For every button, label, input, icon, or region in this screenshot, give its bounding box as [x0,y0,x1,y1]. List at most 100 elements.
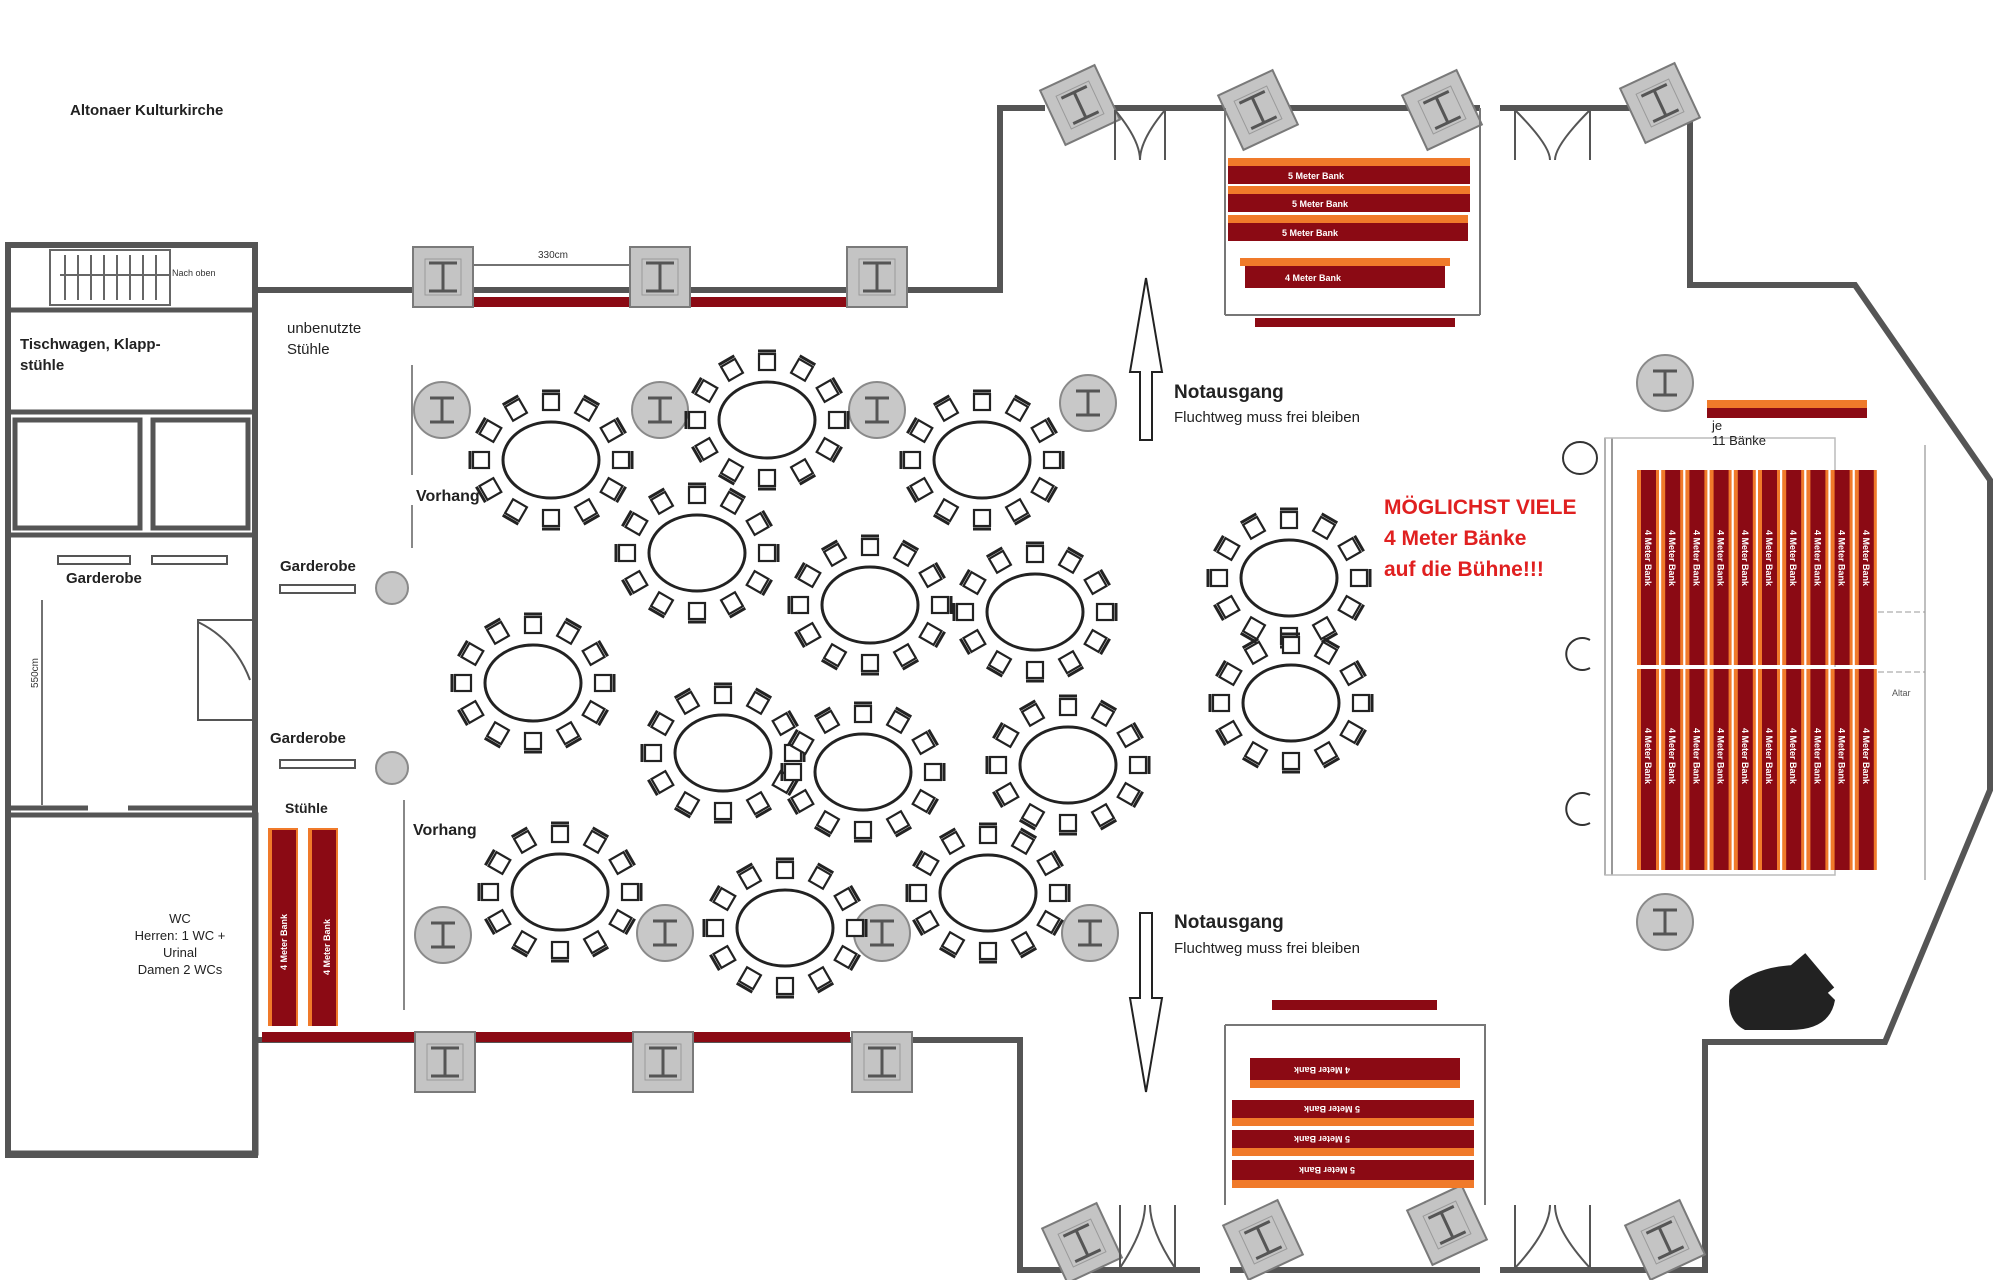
chair-icon [474,475,504,504]
chair-icon [813,809,842,838]
chairs-label: Stühle [285,800,328,816]
chair-icon [611,449,634,471]
storage-label: Tischwagen, Klapp- stühle [20,336,161,374]
chair-icon [845,917,868,939]
stage-bench-label: 4 Meter Bank [1837,728,1847,785]
round-table [905,822,1071,964]
chair-icon [690,435,720,464]
chair-icon [456,639,486,668]
chair-icon [708,884,738,913]
stage-bench-label: 4 Meter Bank [1643,530,1653,587]
chair-icon [1009,930,1038,959]
stage-bench-label: 4 Meter Bank [1788,530,1798,587]
chair-icon [917,561,947,590]
chair-icon [708,943,738,972]
chair-icon [1089,802,1118,831]
chair-icon [1349,567,1372,589]
chair-icon [814,435,844,464]
chair-icon [1280,751,1302,774]
chair-benches: 4 Meter Bank 4 Meter Bank [268,828,338,1026]
chair-icon [910,728,940,757]
stage-bench-fill [1834,470,1850,665]
chair-icon [1024,541,1046,564]
chair-icon [686,601,708,624]
chair-icon [985,649,1014,678]
stairs-label: Nach oben [172,268,216,278]
chair-icon [598,475,628,504]
coat-racks [57,555,356,769]
chair-icon [774,857,796,880]
top-bench-alcove: 5 Meter Bank 5 Meter Bank 5 Meter Bank 4… [1224,108,1481,327]
stage-bench-fill [1737,668,1753,870]
chair-icon [911,908,941,937]
chair-icon [793,561,823,590]
stairs [49,249,171,306]
round-table [899,389,1065,531]
chair-icon [483,848,513,877]
chair-icon [580,639,610,668]
wc-label: WC Herren: 1 WC + Urinal Damen 2 WCs [134,911,226,977]
chair-icon [891,642,920,671]
chair-icon [770,709,800,738]
stage-bench-label: 4 Meter Bank [1812,728,1822,785]
chair-icon [1003,497,1032,526]
chair-icon [971,508,993,531]
chair-icon [483,617,512,646]
stage-bench-fill [1737,470,1753,665]
chair-icon [501,497,530,526]
chair-icon [814,376,844,405]
chair-icon [483,907,513,936]
chair-icon [991,780,1021,809]
stage-bench-fill [1858,470,1874,665]
chair-icon [1024,660,1046,683]
chair-icon [477,881,500,903]
chair-icon [607,848,637,877]
stage-bench-label: 4 Meter Bank [1691,530,1701,587]
chair-icon [554,720,583,749]
curtain-label-bottom: Vorhang [413,822,477,839]
chair-icon [788,354,817,383]
round-table [640,682,806,824]
dimension-550: 550cm [30,658,41,688]
chair-icon [614,542,637,564]
stage-bench-label: 4 Meter Bank [1764,530,1774,587]
chair-icon [549,940,571,963]
chair-icon [1241,740,1270,769]
bank-label-5m: 5 Meter Bank [1288,171,1345,181]
chair-icon [1057,694,1079,717]
chair-icon [1089,699,1118,728]
chair-icon [1082,627,1112,656]
chair-icon [607,907,637,936]
chair-icon [884,809,913,838]
chair-icon [684,409,707,431]
chair-icon [774,976,796,999]
chair-icon [1018,802,1047,831]
stage-bench-fill [1762,668,1777,870]
chair-icon [647,487,676,516]
chair-icon [905,416,935,445]
dimension-lines [41,264,630,805]
chair-icon [1018,699,1047,728]
chair-icon [1029,475,1059,504]
bank-label-5m: 5 Meter Bank [1282,228,1339,238]
chair-icon [1115,780,1145,809]
chair-icon [744,687,773,716]
stage-bench-label: 4 Meter Bank [1667,530,1677,587]
stage-bench-label: 4 Meter Bank [1740,530,1750,587]
stage-bench-label: 4 Meter Bank [1764,728,1774,785]
chair-icon [735,862,764,891]
page-title: Altonaer Kulturkirche [70,102,224,119]
chair-icon [620,881,643,903]
stage-bench-label: 4 Meter Bank [1643,728,1653,785]
chair-icon [510,826,539,855]
chair-icon [1280,632,1302,655]
chair-icon [1035,849,1065,878]
chair-icon [1212,534,1242,563]
chair-icon [905,882,928,904]
chair-icon [646,709,676,738]
stage-bench-count: je 11 Bänke [1712,418,1766,448]
chair-icon [572,394,601,423]
chair-icon [859,534,881,557]
bottom-bench-alcove: 4 Meter Bank 5 Meter Bank 5 Meter Bank 5… [1224,1000,1486,1205]
